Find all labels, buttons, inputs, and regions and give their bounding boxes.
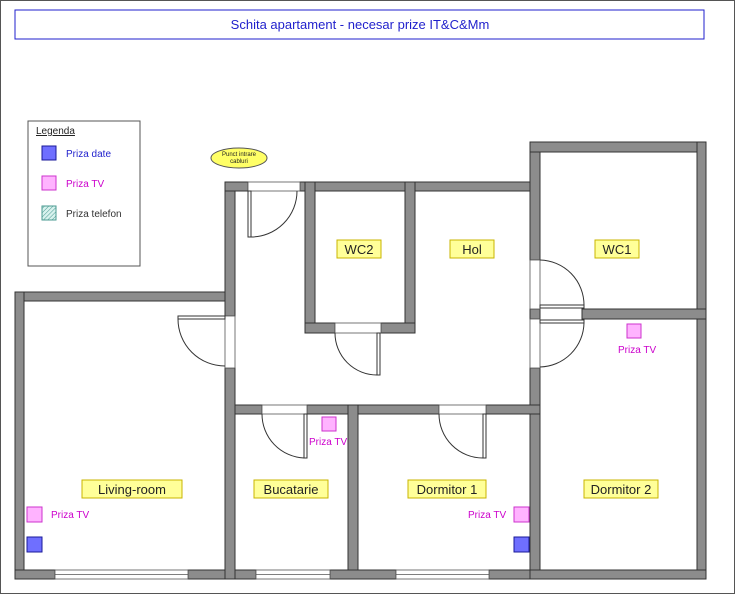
data-outlet-living — [26, 536, 43, 553]
legend-tv-outlet-icon — [41, 175, 57, 191]
legend-telephone-outlet-icon — [41, 205, 57, 221]
room-wc1-text: WC1 — [603, 242, 632, 257]
doors — [177, 181, 585, 459]
title-box: Schita apartament - necesar prize IT&C&M… — [14, 9, 705, 40]
legend-telephone-label: Priza telefon — [66, 209, 122, 220]
tv-outlet-bucatarie-label: Priza TV — [309, 437, 347, 448]
room-hol-label: Hol — [449, 239, 495, 259]
tv-outlet-living-label: Priza TV — [51, 510, 89, 521]
legend-title: Legenda — [36, 126, 75, 137]
legend: Legenda Priza date Priza TV Priza telefo… — [27, 120, 141, 267]
room-wc2-text: WC2 — [345, 242, 374, 257]
tv-outlet-living — [26, 506, 43, 523]
entry-point-line2: cabluri — [230, 159, 248, 165]
room-living-text: Living-room — [98, 482, 166, 497]
room-bucatarie-text: Bucatarie — [264, 482, 319, 497]
walls — [14, 141, 707, 580]
windows — [54, 569, 490, 580]
legend-tv-label: Priza TV — [66, 179, 104, 190]
entry-point-line1: Punct intrare — [222, 152, 257, 158]
legend-data-outlet-icon — [41, 145, 57, 161]
room-bucatarie-label: Bucatarie — [253, 479, 329, 499]
room-living-label: Living-room — [81, 479, 183, 499]
cable-entry-point: Punct intrare cabluri — [210, 147, 268, 169]
room-wc2-label: WC2 — [336, 239, 382, 259]
tv-outlet-dormitor2 — [626, 323, 642, 339]
room-dormitor2-text: Dormitor 2 — [591, 482, 652, 497]
tv-outlet-dormitor2-label: Priza TV — [618, 345, 656, 356]
room-dormitor1-text: Dormitor 1 — [417, 482, 478, 497]
tv-outlet-dormitor1 — [513, 506, 530, 523]
legend-data-label: Priza date — [66, 149, 111, 160]
tv-outlet-bucatarie — [321, 416, 337, 432]
room-hol-text: Hol — [462, 242, 482, 257]
tv-outlet-dormitor1-label: Priza TV — [468, 510, 506, 521]
room-dormitor1-label: Dormitor 1 — [407, 479, 487, 499]
plan-title: Schita apartament - necesar prize IT&C&M… — [231, 17, 490, 32]
room-dormitor2-label: Dormitor 2 — [583, 479, 659, 499]
room-wc1-label: WC1 — [594, 239, 640, 259]
data-outlet-dormitor1 — [513, 536, 530, 553]
